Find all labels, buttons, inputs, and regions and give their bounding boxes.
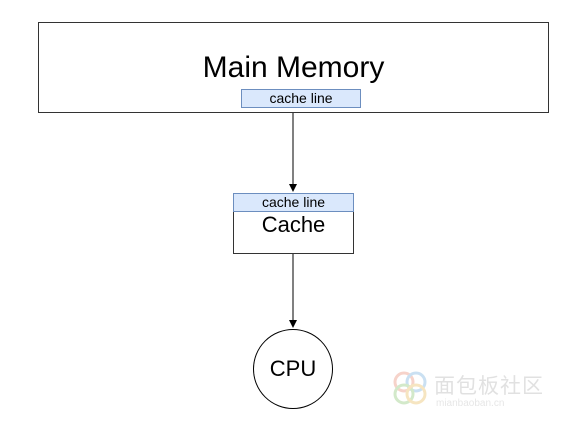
cache-title: Cache	[261, 212, 326, 237]
cache-cache-line: cache line	[233, 193, 354, 212]
main-memory-cache-line: cache line	[241, 89, 361, 108]
watermark-icon	[393, 371, 427, 405]
cpu-node: CPU	[253, 329, 333, 409]
main-memory-title: Main Memory	[202, 51, 385, 84]
watermark-logo: 面包板社区 mianbaoban.cn	[390, 368, 565, 414]
watermark-subtext: mianbaoban.cn	[436, 398, 505, 409]
watermark-text: 面包板社区	[434, 375, 544, 398]
